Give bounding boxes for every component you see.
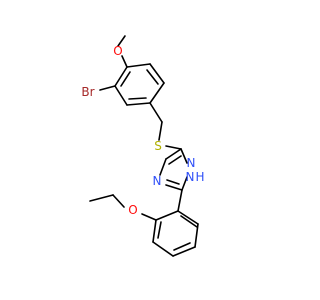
- bond-ch2-s: [158, 121, 163, 141]
- atom-n3: N: [187, 156, 196, 170]
- bond-ring2-a: [177, 210, 199, 225]
- bond-ch2-ch3: [89, 194, 114, 202]
- bond-o-ch2: [112, 194, 125, 208]
- bond-triazole-e: [165, 148, 182, 160]
- bond-ring2-d: [152, 241, 174, 257]
- bond-triazole-b: [181, 176, 188, 191]
- bond-ring2-f: [155, 210, 179, 221]
- bond-triazole-d: [159, 158, 167, 176]
- bond-ring2-e: [152, 219, 157, 243]
- bond-c-br: [99, 85, 116, 91]
- bond-ring2-o: [141, 213, 157, 221]
- bond-ring-ch2: [149, 102, 163, 123]
- bond-s-triazole: [165, 145, 182, 150]
- bond-ring2-c2: [173, 242, 191, 251]
- bonds: [89, 35, 199, 257]
- bond-ring1-b: [149, 63, 165, 84]
- bond-ring2-b: [194, 223, 199, 248]
- bond-triazole-c: [165, 184, 183, 191]
- atom-o-ethoxy: O: [128, 203, 137, 217]
- bond-triazole-a: [180, 148, 188, 164]
- atom-n1h-h: H: [195, 170, 204, 184]
- atom-br: Br: [81, 85, 94, 99]
- bond-triazole-e2: [168, 155, 182, 165]
- atom-o-methoxy: O: [113, 44, 122, 58]
- molecule-structure: Br O S N N N H O: [81, 35, 205, 257]
- bond-methyl-o: [117, 35, 126, 47]
- bond-o-ring: [121, 55, 128, 68]
- atom-n1h: N: [186, 170, 195, 184]
- bond-ring2-c: [172, 246, 196, 257]
- bond-triazole-c2: [166, 179, 180, 185]
- bond-ring1-b2: [146, 69, 159, 85]
- bond-ring1-a: [126, 63, 151, 68]
- bond-ring1-f: [114, 66, 128, 87]
- bond-ring1-e: [114, 85, 128, 106]
- bond-ring1-d2: [128, 97, 147, 100]
- bond-ring1-c: [149, 82, 165, 104]
- bond-ring2-e2: [157, 221, 162, 239]
- bond-ring2-a2: [180, 215, 198, 228]
- bond-ring1-f2: [120, 71, 131, 87]
- bond-ring1-d: [126, 102, 151, 106]
- atom-labels: Br O S N N N H O: [81, 44, 204, 217]
- atom-n4: N: [153, 174, 162, 188]
- bond-triazole-ring2: [177, 189, 183, 212]
- atom-s: S: [154, 139, 162, 153]
